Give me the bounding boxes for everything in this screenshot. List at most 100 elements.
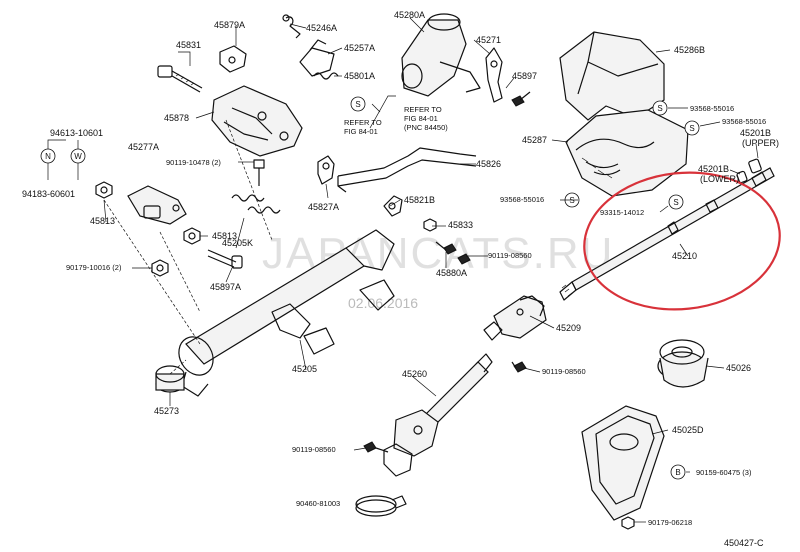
bolt-45897[interactable] xyxy=(511,91,531,107)
label-45827A: 45827A xyxy=(308,202,339,212)
main-shaft-45210[interactable] xyxy=(559,167,775,301)
label-45025D: 45025D xyxy=(672,425,704,435)
bracket-45826[interactable] xyxy=(337,147,477,193)
label-45286B: 45286B xyxy=(674,45,705,55)
label-45205: 45205 xyxy=(292,364,317,374)
spring-45205K[interactable] xyxy=(231,194,281,214)
symbol-S-93568a: S xyxy=(652,100,668,116)
clamp-90460-81003[interactable] xyxy=(355,495,407,517)
svg-text:S: S xyxy=(689,124,694,133)
bolt-45831[interactable] xyxy=(157,65,203,93)
intermediate-shaft-45260[interactable] xyxy=(383,353,493,477)
label-45813-mid: 45813 xyxy=(212,231,237,241)
label-45246A: 45246A xyxy=(306,23,337,33)
bolt-45897A[interactable] xyxy=(207,249,243,269)
label-45878: 45878 xyxy=(164,113,189,123)
bolt-45880A[interactable] xyxy=(435,241,457,255)
label-45831: 45831 xyxy=(176,40,201,50)
label-90119-10478: 90119-10478 (2) xyxy=(166,158,221,167)
nut-90179-10016[interactable] xyxy=(151,259,169,277)
label-45209: 45209 xyxy=(556,323,581,333)
refer2-line2: FIG 84-01 xyxy=(404,114,438,123)
bracket-45257A[interactable] xyxy=(299,39,335,77)
refer1-line2: FIG 84-01 xyxy=(344,127,378,136)
symbol-W: W xyxy=(70,148,86,164)
nut-45813-mid[interactable] xyxy=(183,227,201,245)
label-45271: 45271 xyxy=(476,35,501,45)
label-45260: 45260 xyxy=(402,369,427,379)
label-90179-10016: 90179-10016 (2) xyxy=(66,263,122,272)
universal-joint-45209[interactable] xyxy=(483,295,547,341)
label-45821B: 45821B xyxy=(404,195,435,205)
label-45801A: 45801A xyxy=(344,71,375,81)
label-45257A: 45257A xyxy=(344,43,375,53)
label-45201B-upper: 45201B xyxy=(740,128,771,138)
label-93568-55016-a: 93568-55016 xyxy=(690,104,734,113)
svg-text:N: N xyxy=(45,152,51,161)
label-45897: 45897 xyxy=(512,71,537,81)
label-93568-55016-c: 93568-55016 xyxy=(500,195,544,204)
svg-text:S: S xyxy=(355,100,360,109)
refer2-line3: (PNC 84450) xyxy=(404,123,448,132)
upper-cover-45286B[interactable] xyxy=(559,31,665,121)
label-94613-10601: 94613-10601 xyxy=(50,128,103,138)
clip-45879A[interactable] xyxy=(219,45,247,73)
leader-lines xyxy=(47,17,759,523)
label-90460-81003: 90460-81003 xyxy=(296,499,340,508)
label-45897A: 45897A xyxy=(210,282,241,292)
spring-45801A[interactable] xyxy=(313,72,339,80)
label-45201B-lower: 45201B xyxy=(698,164,729,174)
label-93568-55016-b: 93568-55016 xyxy=(722,117,766,126)
label-45833: 45833 xyxy=(448,220,473,230)
lever-45271[interactable] xyxy=(485,47,503,103)
watermark-date: 02.06.2016 xyxy=(348,295,418,311)
nut-45833[interactable] xyxy=(423,218,437,232)
bushing-45273[interactable] xyxy=(155,365,185,393)
symbol-N: N xyxy=(40,148,56,164)
spring-45246A[interactable] xyxy=(282,14,301,39)
svg-text:S: S xyxy=(673,198,678,207)
svg-text:S: S xyxy=(569,196,574,205)
column-support-45280A[interactable] xyxy=(401,13,481,97)
label-upper-text: (UPPER) xyxy=(742,138,779,148)
label-45880A: 45880A xyxy=(436,268,467,278)
label-90119-08560-a: 90119-08560 xyxy=(488,251,532,260)
tilt-bracket-45878[interactable] xyxy=(211,85,303,157)
lower-cover-45287[interactable] xyxy=(565,109,689,197)
label-45813-left: 45813 xyxy=(90,216,115,226)
label-lower-text: (LOWER) xyxy=(700,174,739,184)
label-45210: 45210 xyxy=(672,251,697,261)
svg-text:W: W xyxy=(74,152,82,161)
svg-text:S: S xyxy=(657,104,662,113)
label-90159-60475: 90159-60475 (3) xyxy=(696,468,752,477)
symbol-B: B xyxy=(670,464,686,480)
bolt-90119-08560-c[interactable] xyxy=(363,441,389,453)
column-tube-45205[interactable] xyxy=(172,229,395,397)
nut-90179-06218[interactable] xyxy=(621,516,635,530)
boot-45026[interactable] xyxy=(657,339,709,388)
label-90119-08560-c: 90119-08560 xyxy=(292,445,336,454)
symbol-S-refer1: S xyxy=(350,96,366,112)
bracket-45277A[interactable] xyxy=(127,185,187,225)
symbol-S-93315: S xyxy=(668,194,684,210)
highlight-ellipse xyxy=(583,171,781,311)
drawing-number: 450427-C xyxy=(724,538,764,548)
label-94183-60601: 94183-60601 xyxy=(22,189,75,199)
bolt-90119-08560-b[interactable] xyxy=(511,361,527,373)
dust-cover-45025D[interactable] xyxy=(581,405,665,521)
label-45026: 45026 xyxy=(726,363,751,373)
label-45280A: 45280A xyxy=(394,10,425,20)
bushing-45201B[interactable] xyxy=(736,158,762,184)
label-45277A: 45277A xyxy=(128,142,159,152)
bolt-90119-08560-a[interactable] xyxy=(457,253,471,265)
label-45879A: 45879A xyxy=(214,20,245,30)
symbol-S-93568b: S xyxy=(684,120,700,136)
bolt-90119-10478[interactable] xyxy=(253,159,265,186)
refer2-line1: REFER TO xyxy=(404,105,442,114)
bracket-45827A[interactable] xyxy=(317,155,335,185)
label-90179-06218: 90179-06218 xyxy=(648,518,692,527)
bracket-45821B[interactable] xyxy=(383,195,403,217)
nut-45813-left[interactable] xyxy=(95,181,113,199)
label-45826: 45826 xyxy=(476,159,501,169)
